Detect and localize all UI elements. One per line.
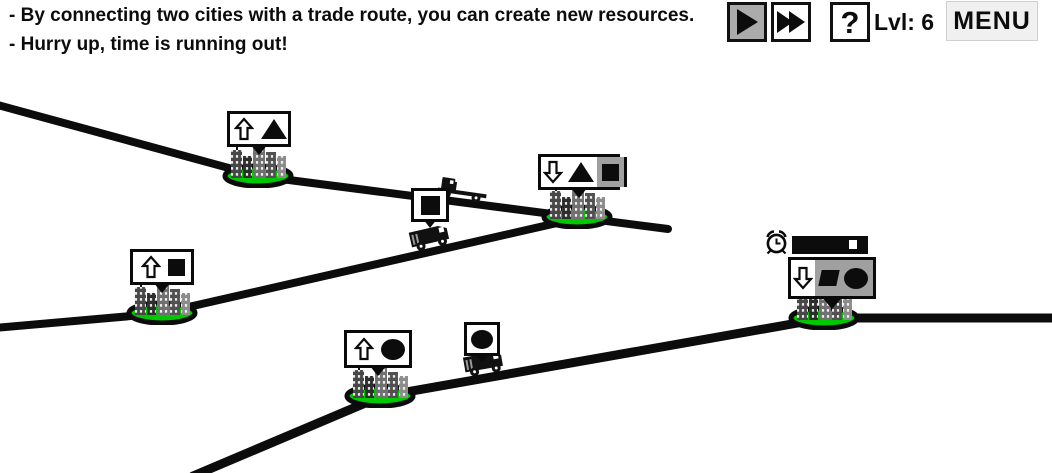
van-square-cargo (408, 225, 450, 251)
play-button[interactable] (727, 2, 767, 42)
alarm-clock-icon (766, 230, 787, 255)
down-arrow-icon (543, 160, 563, 184)
van-square-cargo-bubble (411, 188, 449, 228)
level-indicator: Lvl: 6 (874, 9, 935, 35)
road-segment (189, 391, 387, 473)
road-segment (0, 101, 266, 181)
up-arrow-icon (233, 117, 254, 141)
production-progress-remaining (624, 157, 636, 187)
production-progress-fill (597, 157, 624, 187)
square-resource-icon (602, 163, 619, 181)
timer-bar (792, 236, 868, 254)
fast-forward-button[interactable] (771, 2, 811, 42)
fast-forward-icon (777, 11, 805, 33)
production-progress-remaining (873, 260, 885, 296)
circle-resource-icon (380, 338, 405, 360)
bubble-tail (369, 365, 387, 376)
bubble-tail (570, 187, 588, 198)
city-5-bubble (788, 257, 885, 309)
bubble-tail (821, 296, 843, 309)
bubble-tail (153, 282, 171, 293)
triangle-resource-icon (568, 162, 594, 182)
tip-line-1: - By connecting two cities with a trade … (9, 5, 695, 26)
road-segment (158, 214, 583, 317)
city-2-bubble (538, 154, 636, 198)
city-3-bubble (130, 249, 194, 293)
city-4-bubble (344, 330, 412, 376)
square-resource-icon (168, 258, 185, 276)
van-circle-cargo-bubble (464, 322, 500, 362)
road-segment (373, 313, 831, 402)
play-icon (736, 9, 758, 35)
circle-resource-icon (471, 329, 493, 349)
timer-remaining-mark (849, 240, 857, 249)
bubble-tail (423, 219, 437, 228)
bubble-tail (475, 353, 489, 362)
down-arrow-icon (793, 266, 813, 290)
tip-line-2: - Hurry up, time is running out! (9, 34, 288, 55)
circle-resource-icon (844, 267, 868, 289)
up-arrow-icon (353, 337, 374, 361)
bubble-tail (250, 144, 268, 155)
city-1-bubble (227, 111, 291, 155)
up-arrow-icon (141, 255, 161, 279)
triangle-resource-icon (260, 119, 287, 139)
help-button[interactable]: ? (830, 2, 870, 42)
square-resource-icon (420, 195, 440, 215)
square-resource-icon (818, 270, 840, 286)
tutorial-tips: - By connecting two cities with a trade … (9, 1, 694, 59)
menu-button[interactable]: MENU (946, 1, 1038, 41)
van-circle-cargo (462, 352, 503, 377)
production-progress-fill (815, 260, 873, 296)
question-mark-icon: ? (840, 4, 860, 40)
